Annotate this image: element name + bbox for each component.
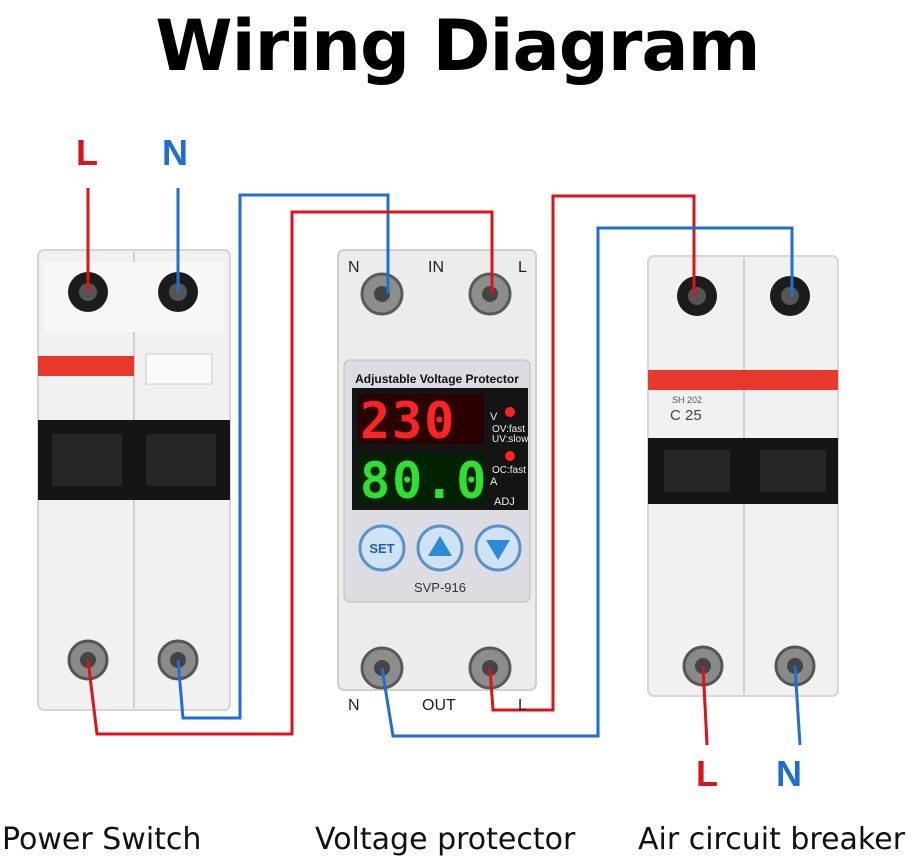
voltage-protector-caption: Voltage protector	[315, 822, 576, 857]
current-led	[505, 451, 515, 461]
protector-top-l-label: L	[518, 259, 527, 276]
set-button-label: SET	[369, 541, 394, 556]
adj-text: ADJ	[494, 496, 515, 508]
air-circuit-breaker	[647, 255, 839, 697]
uv-text: UV:slow	[492, 434, 529, 445]
wires	[86, 188, 802, 746]
wire-protector-l-to-breaker-l	[488, 194, 696, 712]
wire-protector-n-to-breaker-n	[380, 226, 794, 738]
up-arrow-icon	[428, 536, 452, 556]
output-l-label: L	[696, 753, 718, 794]
set-button[interactable]	[358, 524, 406, 572]
protector-model: SVP-916	[414, 580, 466, 595]
voltage-display: 230	[360, 392, 456, 450]
output-n-label: N	[776, 753, 802, 794]
protector-top-in-label: IN	[428, 259, 444, 276]
protector-bottom-l-label: L	[518, 697, 527, 714]
protector-top-n-label: N	[348, 259, 360, 276]
voltage-led	[505, 407, 515, 417]
air-breaker-rating: C 25	[670, 407, 702, 424]
input-n-label: N	[162, 132, 188, 173]
wire-output-l	[701, 665, 709, 746]
air-breaker-model: SH 202	[672, 395, 702, 405]
power-switch-stripe	[38, 356, 134, 376]
oc-text: OC:fast	[492, 465, 526, 476]
protector-header: Adjustable Voltage Protector	[355, 372, 519, 386]
wire-output-n	[793, 665, 802, 746]
down-arrow-icon	[486, 540, 510, 560]
air-breaker-caption: Air circuit breaker	[638, 822, 906, 857]
ov-text: OV:fast	[492, 424, 525, 435]
voltage-unit: V	[490, 411, 498, 423]
air-breaker-stripe	[648, 370, 838, 390]
current-unit: A	[490, 476, 498, 488]
wire-switch-l-to-protector-l	[86, 210, 494, 736]
protector-bottom-out-label: OUT	[422, 697, 456, 714]
input-l-label: L	[76, 132, 98, 173]
power-switch-caption: Power Switch	[2, 822, 202, 857]
diagram-title: Wiring Diagram	[155, 5, 760, 87]
protector-bottom-n-label: N	[348, 697, 360, 714]
power-switch	[37, 249, 231, 711]
current-display: 80.0	[360, 452, 488, 510]
voltage-protector	[337, 249, 537, 691]
